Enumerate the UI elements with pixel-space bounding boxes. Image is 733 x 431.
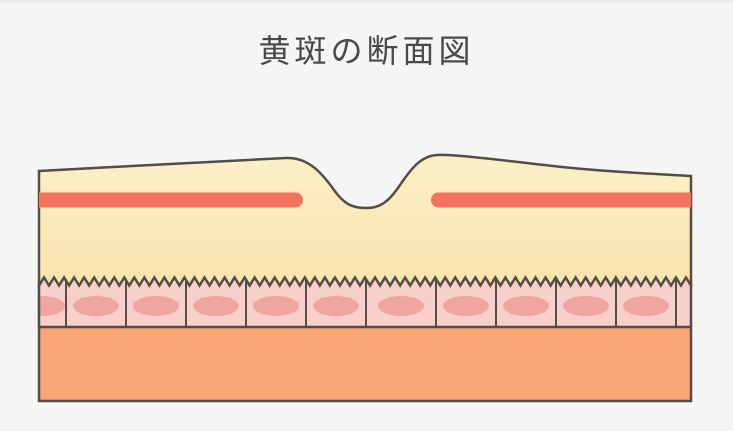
nerve-fiber-bar-right (431, 192, 691, 208)
cell-nucleus (37, 296, 65, 316)
cell-nucleus (563, 296, 609, 316)
choroid-layer (37, 325, 693, 403)
cell-nucleus (253, 296, 299, 316)
nerve-fiber-bar-left (39, 192, 303, 208)
cell-nucleus (133, 296, 179, 316)
page-title: 黄斑の断面図 (258, 32, 475, 70)
cell-borders (65, 279, 677, 327)
cell-band-edges (37, 284, 693, 327)
cell-nucleus (503, 296, 549, 316)
cell-nucleus (443, 296, 489, 316)
cell-nucleus (313, 296, 359, 316)
cell-nucleus (73, 296, 119, 316)
cell-nucleus (623, 296, 669, 316)
cell-nucleus (193, 296, 239, 316)
page-top-edge (0, 0, 733, 3)
retina-layer-with-foveal-pit (37, 153, 693, 290)
cell-nucleus (378, 296, 424, 316)
cell-nuclei (37, 296, 669, 316)
